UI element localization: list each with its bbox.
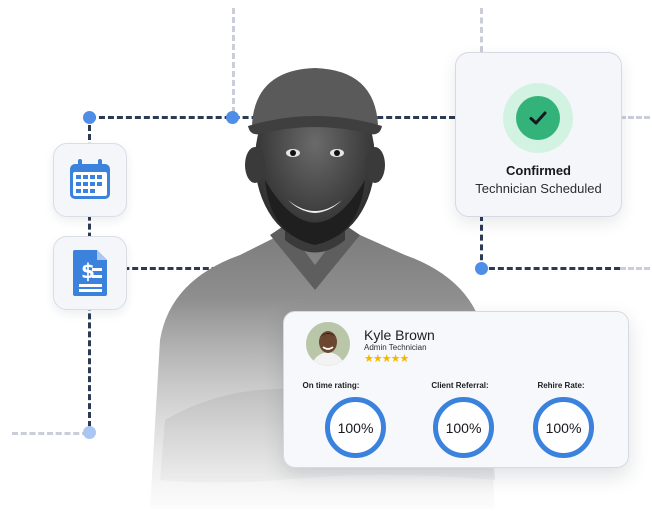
confirmation-subtitle: Technician Scheduled	[475, 181, 602, 196]
success-halo	[503, 83, 573, 153]
invoice-tile: $	[53, 236, 127, 310]
checkmark-badge	[516, 96, 560, 140]
metric-label-referral: Client Referral:	[431, 381, 489, 390]
calendar-icon	[70, 159, 110, 199]
technician-role: Admin Technician	[364, 343, 427, 352]
connector-node	[83, 426, 96, 439]
svg-text:$: $	[81, 259, 95, 283]
calendar-tile	[53, 143, 127, 217]
metric-ring-rehire: 100%	[533, 397, 594, 458]
metric-label-on-time: On time rating:	[302, 381, 360, 390]
metric-ring-referral: 100%	[433, 397, 494, 458]
confirmation-title: Confirmed	[506, 163, 571, 178]
technician-name: Kyle Brown	[364, 327, 435, 343]
metric-ring-on-time: 100%	[325, 397, 386, 458]
invoice-icon: $	[73, 250, 107, 296]
connector-node	[83, 111, 96, 124]
avatar	[306, 322, 350, 366]
confirmation-card: Confirmed Technician Scheduled	[455, 52, 622, 217]
metric-label-rehire: Rehire Rate:	[537, 381, 585, 390]
technician-profile-card: Kyle Brown Admin Technician ★★★★★ On tim…	[283, 311, 629, 468]
star-rating: ★★★★★	[364, 353, 409, 365]
checkmark-icon	[529, 111, 547, 125]
